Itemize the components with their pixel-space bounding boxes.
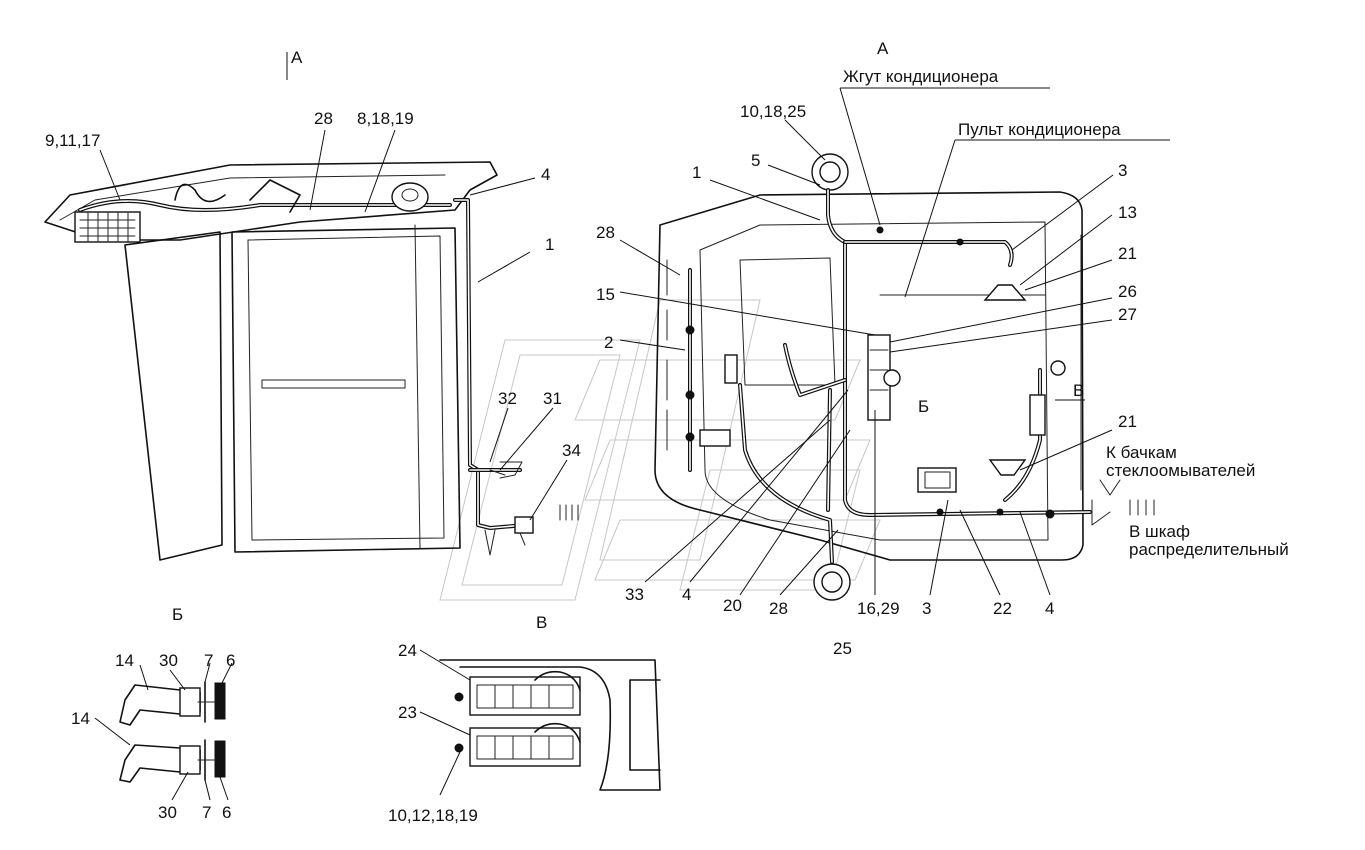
callout: 7 xyxy=(204,651,213,670)
view-a-left-label: А xyxy=(291,48,303,67)
callout: 34 xyxy=(562,441,581,460)
note-to-tanks-1: К бачкам xyxy=(1106,443,1177,462)
callout: 8,18,19 xyxy=(357,109,414,128)
callout: 1 xyxy=(692,163,701,182)
callout: 28 xyxy=(596,223,615,242)
note-to-cabinet-2: распределительный xyxy=(1129,540,1289,559)
callout: 14 xyxy=(115,651,134,670)
watermark xyxy=(439,299,881,601)
callout: 10,12,18,19 xyxy=(388,806,478,825)
callout: 3 xyxy=(1118,161,1127,180)
callout: 20 xyxy=(723,596,742,615)
callout: 3 xyxy=(922,599,931,618)
callout: 27 xyxy=(1118,305,1137,324)
detail-v xyxy=(439,659,661,791)
callout: 4 xyxy=(541,165,550,184)
callout: 30 xyxy=(159,651,178,670)
view-a-right-label: А xyxy=(877,39,889,58)
callout: 23 xyxy=(398,703,417,722)
callout: 31 xyxy=(543,389,562,408)
leader-lines xyxy=(94,52,1170,801)
callout: 22 xyxy=(993,599,1012,618)
callout: 30 xyxy=(158,803,177,822)
callout: 26 xyxy=(1118,282,1137,301)
callout: 15 xyxy=(596,285,615,304)
note-panel-ac: Пульт кондиционера xyxy=(958,120,1121,139)
detail-b xyxy=(119,681,226,783)
callout: 1 xyxy=(545,235,554,254)
callout: 32 xyxy=(498,389,517,408)
callout: 21 xyxy=(1118,412,1137,431)
view-b-mark-label: Б xyxy=(918,397,929,416)
view-v-mark-label: В xyxy=(1073,381,1084,400)
note-to-tanks-2: стеклоомывателей xyxy=(1106,461,1255,480)
callout: 7 xyxy=(202,803,211,822)
callout: 6 xyxy=(222,803,231,822)
callout: 9,11,17 xyxy=(45,131,100,150)
callout: 21 xyxy=(1118,244,1137,263)
callout: 4 xyxy=(1045,599,1054,618)
note-harness-ac: Жгут кондиционера xyxy=(843,67,999,86)
view-v-right-label: В xyxy=(536,613,547,632)
callout: 2 xyxy=(604,333,613,352)
callout: 5 xyxy=(751,151,760,170)
callout: 10,18,25 xyxy=(740,102,806,121)
note-to-cabinet-1: В шкаф xyxy=(1129,522,1190,541)
view-b-detail-label: Б xyxy=(172,605,183,624)
callout: 6 xyxy=(226,651,235,670)
left-view xyxy=(44,161,579,561)
callout: 14 xyxy=(71,709,90,728)
callout: 33 xyxy=(625,585,644,604)
right-view xyxy=(654,153,1155,601)
callout: 24 xyxy=(398,641,417,660)
callout: 28 xyxy=(314,109,333,128)
callout: 28 xyxy=(769,599,788,618)
callout: 13 xyxy=(1118,203,1137,222)
callout: 16,29 xyxy=(857,599,900,618)
callout: 4 xyxy=(682,585,691,604)
callout: 25 xyxy=(833,639,852,658)
labels: А А Б В В Б Жгут кондиционера Пульт конд… xyxy=(45,39,1289,825)
